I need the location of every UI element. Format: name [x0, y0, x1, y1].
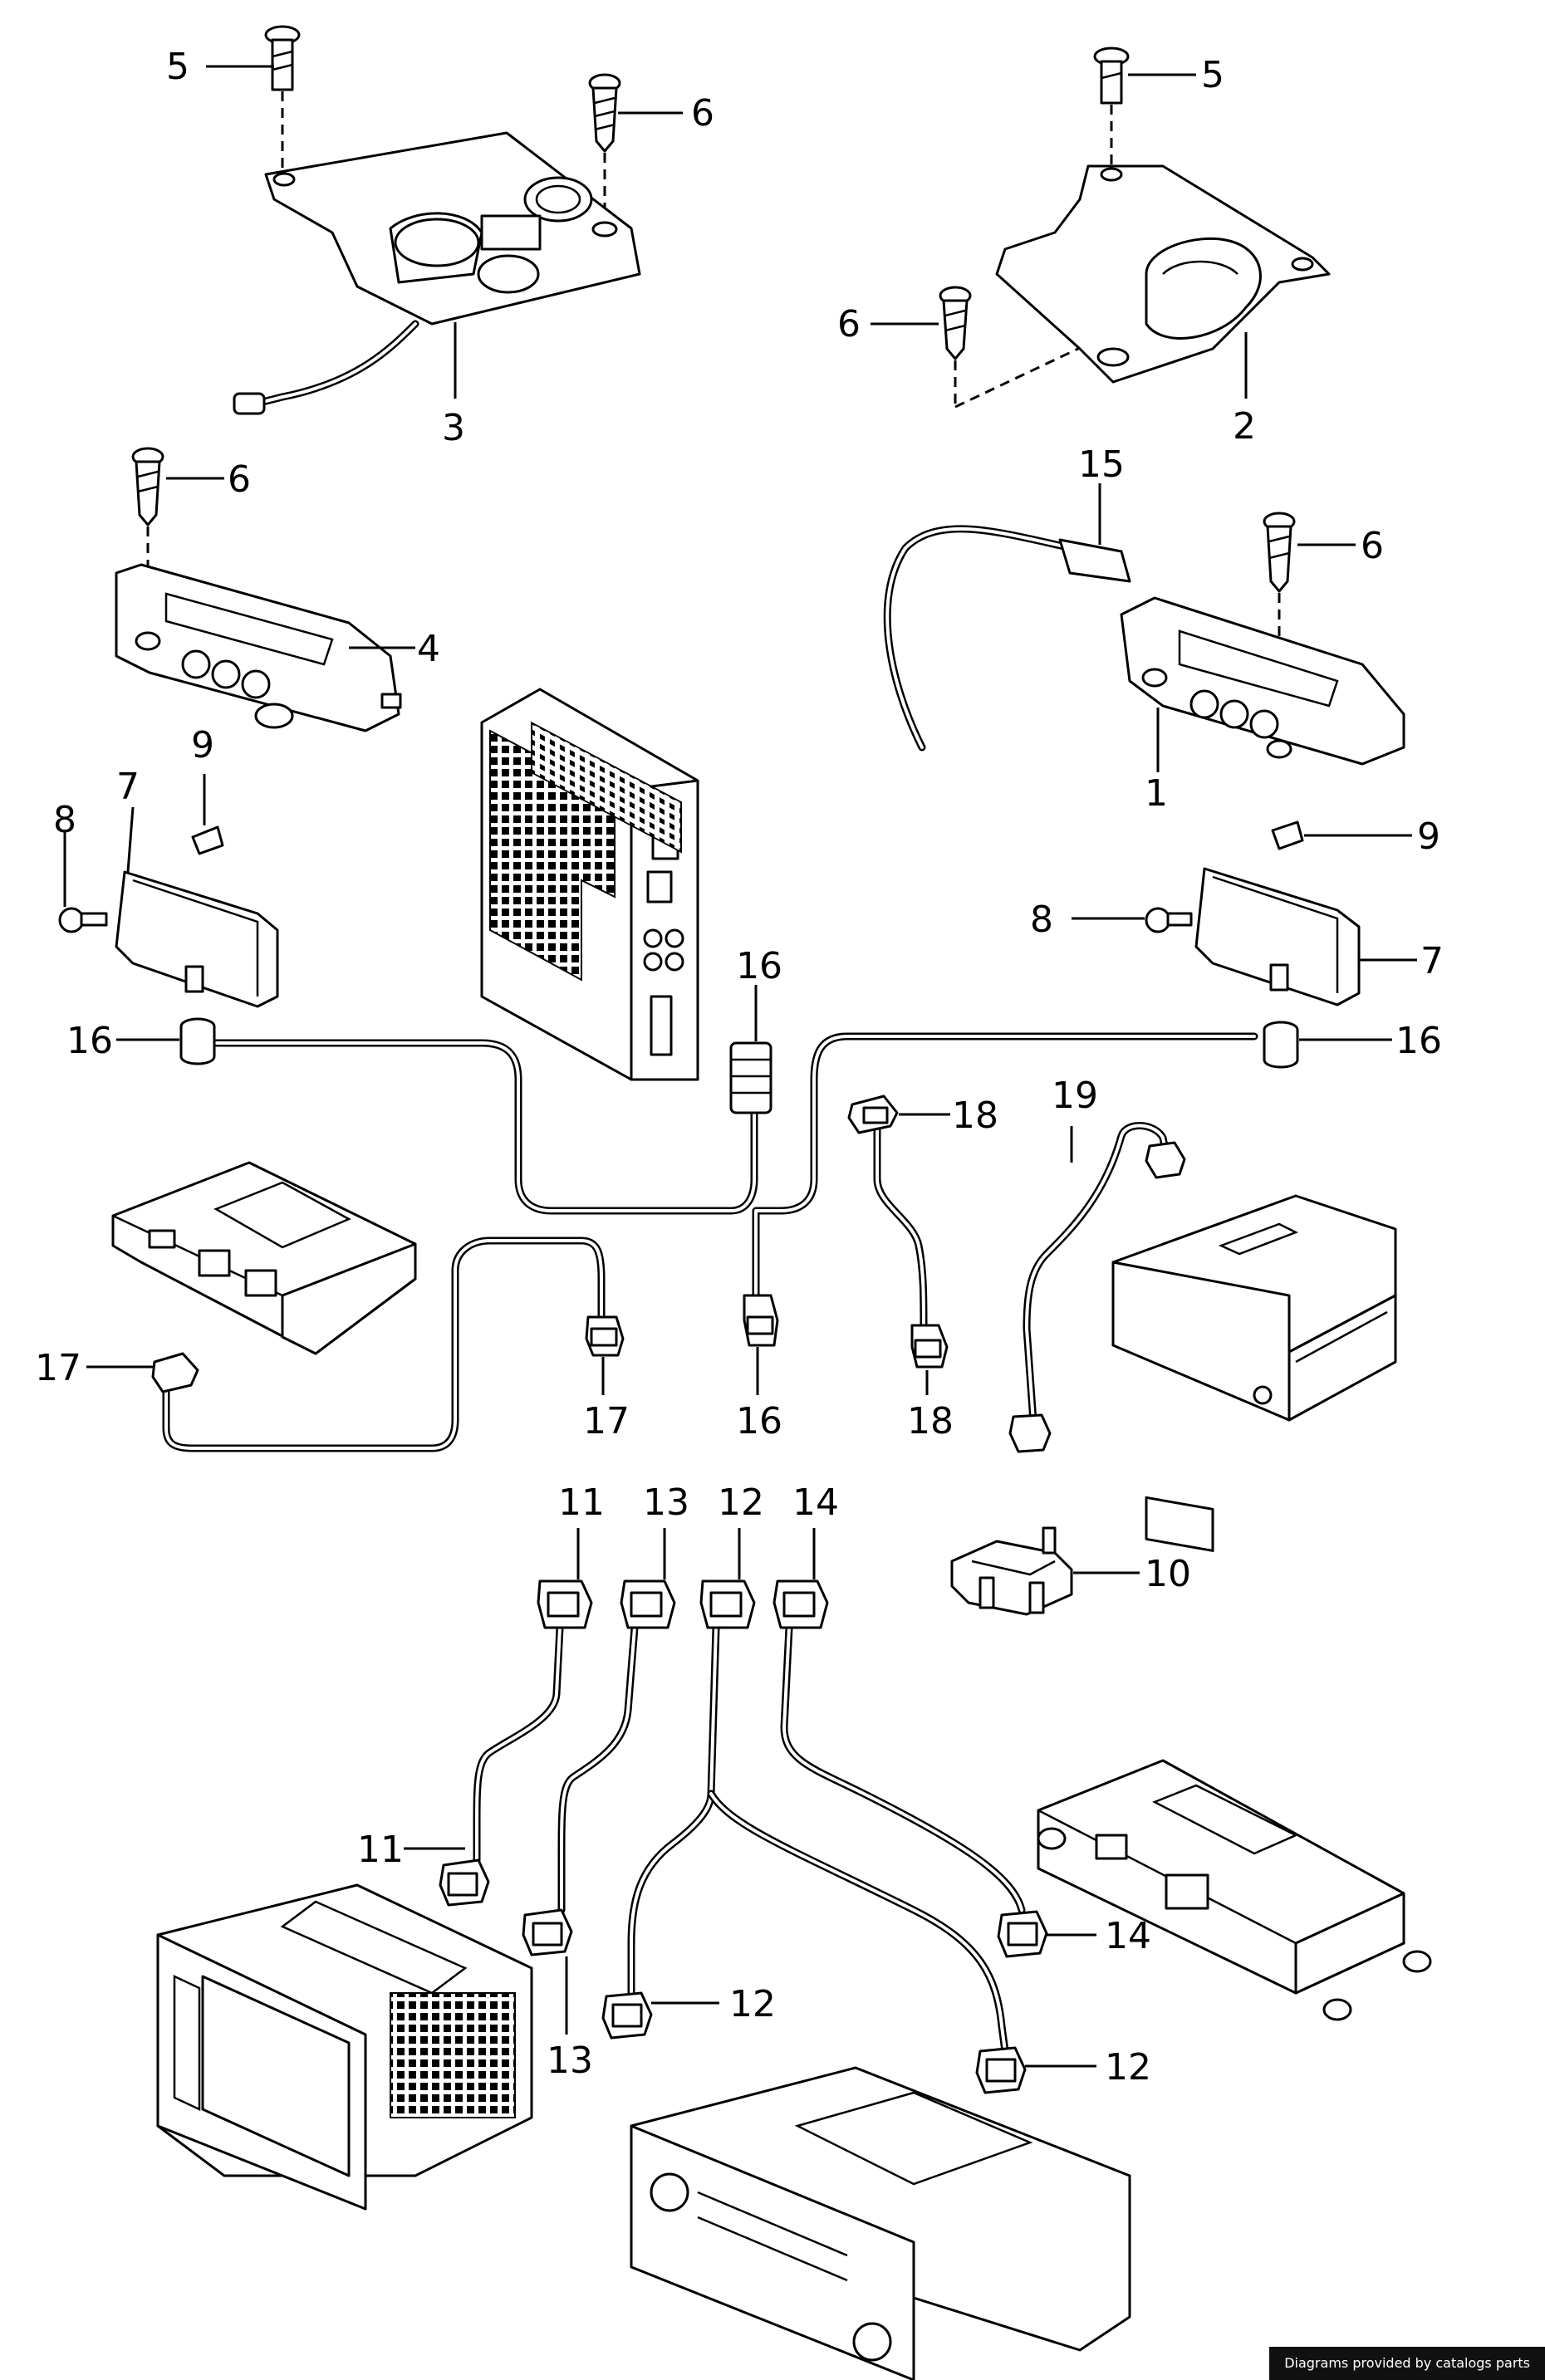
screw-6-module4 — [131, 447, 164, 639]
callout-11b: 11 — [357, 1829, 404, 1871]
module-7-left — [58, 825, 279, 1008]
callout-15: 15 — [1078, 443, 1125, 486]
screw-5-right — [1093, 47, 1130, 174]
module-7-right — [1145, 820, 1361, 1006]
screw-6-left — [588, 73, 621, 224]
callout-6b: 6 — [837, 303, 861, 345]
control-unit-center — [480, 688, 699, 1081]
connector-17-right — [585, 1315, 625, 1357]
callout-6c: 6 — [228, 458, 251, 501]
callout-16d: 16 — [736, 1400, 782, 1442]
module-1 — [883, 512, 1405, 766]
connector-16-bottom — [743, 1294, 779, 1347]
callout-14a: 14 — [792, 1481, 839, 1524]
callout-5a: 5 — [166, 46, 189, 88]
cable-17 — [151, 1237, 625, 1452]
connector-18-top — [847, 1095, 899, 1134]
connector-19-bottom — [1008, 1413, 1052, 1453]
callout-16a: 16 — [66, 1020, 113, 1062]
screw-8-right — [1145, 907, 1193, 933]
radio-unit — [630, 2066, 1131, 2380]
callout-12b: 12 — [729, 1983, 776, 2025]
callout-1: 1 — [1145, 772, 1168, 815]
cable-18 — [847, 1095, 949, 1369]
cable-19 — [1008, 1122, 1186, 1453]
callout-5b: 5 — [1201, 54, 1224, 96]
callout-18a: 18 — [952, 1095, 998, 1137]
cable-14 — [772, 1579, 1048, 1958]
callout-12a: 12 — [718, 1481, 764, 1524]
callout-8b: 8 — [1030, 899, 1053, 941]
callout-17a: 17 — [35, 1347, 81, 1389]
leader-7a — [126, 806, 135, 873]
module-17 — [111, 1161, 417, 1355]
screw-5-left — [264, 25, 301, 174]
clip-10 — [950, 1526, 1073, 1616]
callout-4: 4 — [417, 628, 440, 670]
callout-6a: 6 — [691, 92, 714, 135]
callout-2: 2 — [1233, 405, 1256, 448]
callout-13b: 13 — [547, 2040, 593, 2082]
harness-16 — [179, 1017, 1299, 1347]
callout-6d: 6 — [1361, 525, 1384, 567]
bracket-assembly-3 — [233, 25, 641, 415]
callout-12c: 12 — [1105, 2046, 1151, 2089]
callout-16c: 16 — [736, 945, 782, 987]
cable-11 — [439, 1579, 593, 1907]
connector-16-top — [729, 1041, 772, 1114]
connector-17-left — [151, 1352, 199, 1393]
connector-16-right — [1263, 1021, 1299, 1069]
callout-9b: 9 — [1417, 815, 1440, 858]
callout-10: 10 — [1145, 1553, 1191, 1595]
callout-17b: 17 — [583, 1400, 630, 1442]
connector-16-left — [179, 1017, 216, 1065]
callout-18b: 18 — [907, 1400, 954, 1442]
callout-14b: 14 — [1105, 1915, 1151, 1957]
module-4 — [115, 447, 402, 732]
connector-19-top — [1145, 1141, 1186, 1179]
callout-16b: 16 — [1395, 1020, 1442, 1062]
footer-credit: Diagrams provided by catalogs parts — [1269, 2347, 1545, 2380]
callout-8a: 8 — [53, 799, 76, 841]
screw-6-module1 — [1263, 512, 1296, 747]
callout-7b: 7 — [1420, 940, 1444, 982]
navigation-unit — [156, 1883, 533, 2211]
cd-changer — [1111, 1194, 1397, 1552]
screw-6-right — [939, 286, 1114, 409]
callout-13a: 13 — [643, 1481, 689, 1524]
module-right-bottom — [1037, 1759, 1432, 2021]
cable-12 — [601, 1579, 1027, 2094]
connector-18-bottom — [910, 1324, 949, 1369]
screw-8-left — [58, 907, 108, 933]
bracket-assembly-2 — [939, 47, 1331, 409]
callout-11a: 11 — [558, 1481, 605, 1524]
callout-3: 3 — [442, 407, 465, 449]
cable-13 — [522, 1579, 676, 1956]
callout-7a: 7 — [116, 766, 140, 808]
callout-9a: 9 — [191, 724, 214, 766]
callout-19: 19 — [1052, 1075, 1098, 1117]
